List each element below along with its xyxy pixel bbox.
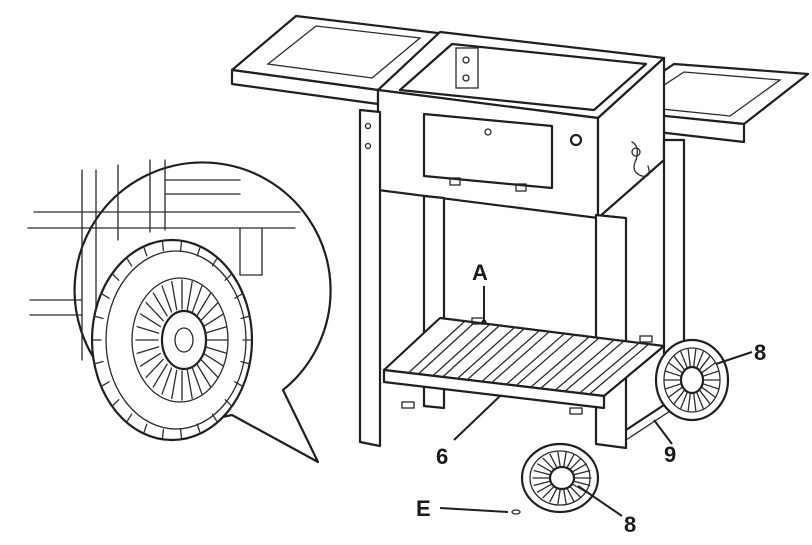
grill-cart <box>230 14 810 515</box>
callout-labels: A 6 8 9 8 E <box>416 260 766 537</box>
washer-e <box>511 509 521 515</box>
callout-label-8-top: 8 <box>754 340 766 365</box>
mounted-wheel <box>654 338 730 422</box>
callout-leaders <box>439 286 753 517</box>
loose-wheel <box>520 442 600 514</box>
left-side-shelf <box>230 14 448 106</box>
callout-label-9: 9 <box>664 442 676 467</box>
callout-label-e: E <box>416 496 431 521</box>
front-panel <box>376 88 600 220</box>
callout-label-6: 6 <box>436 444 448 469</box>
wheel-detail-bubble <box>27 159 332 464</box>
wheel-detail <box>90 238 254 442</box>
callout-label-8-bottom: 8 <box>624 512 636 537</box>
callout-label-a: A <box>472 260 488 285</box>
bottom-rack <box>382 316 666 415</box>
